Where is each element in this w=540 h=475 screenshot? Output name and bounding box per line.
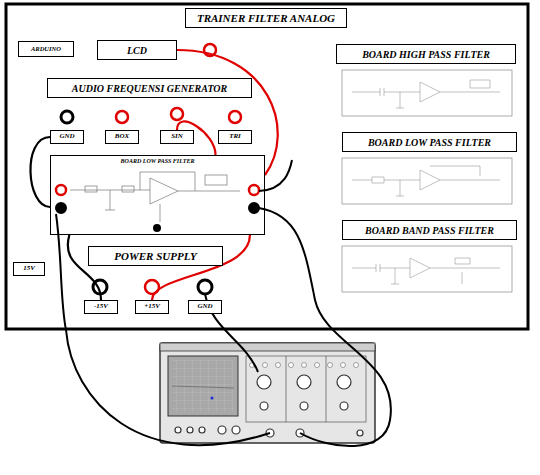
terminal-label: GND <box>50 130 84 144</box>
node-text: BOARD LOW PASS FILTER <box>121 158 195 165</box>
board-power-terminal <box>153 224 161 232</box>
board-header: BOARD BAND PASS FILTER <box>342 220 517 240</box>
sin-terminal <box>171 108 183 120</box>
terminal-label: GND <box>188 300 222 314</box>
terminal-label: SIN <box>160 130 194 144</box>
terminal-label: +15V <box>135 300 169 314</box>
patch-wire <box>177 50 278 175</box>
node-text: BOARD BAND PASS FILTER <box>365 225 494 236</box>
oscilloscope <box>160 343 375 443</box>
trainer-panel <box>6 4 528 329</box>
box-terminal <box>116 111 128 123</box>
title-box: TRAINER FILTER ANALOG <box>185 8 347 28</box>
node-text: -15V <box>94 303 108 311</box>
board-in-terminal <box>56 185 66 195</box>
module-box: LCD <box>97 40 177 60</box>
node-text: GND <box>197 303 212 311</box>
board-header: BOARD LOW PASS FILTER <box>342 132 517 152</box>
terminal-label: TRI <box>218 130 252 144</box>
board-out-terminal <box>249 185 259 195</box>
node-text: GND <box>59 133 74 141</box>
gnd-terminal <box>61 111 73 123</box>
node-text: POWER SUPPLY <box>114 250 196 262</box>
node-text: ARDUINO <box>31 45 61 52</box>
filter-board-schematics <box>352 80 500 284</box>
patch-wire <box>30 137 50 207</box>
node-text: TRAINER FILTER ANALOG <box>197 12 335 24</box>
node-text: AUDIO FREQUENSI GENERATOR <box>72 83 227 94</box>
power-supply-box: POWER SUPPLY <box>88 246 223 266</box>
module-box: ARDUINO <box>18 41 74 57</box>
power-gnd-terminal <box>198 280 212 294</box>
node-text: BOARD LOW PASS FILTER <box>368 137 491 148</box>
board-out-gnd-terminal <box>249 203 259 213</box>
terminal-label: BOX <box>105 130 139 144</box>
board-header: BOARD HIGH PASS FILTER <box>336 44 516 64</box>
tri-terminal <box>229 111 241 123</box>
node-text: LCD <box>127 45 147 56</box>
voltage-label: 15V <box>13 262 45 276</box>
node-text: TRI <box>229 133 241 141</box>
patch-wire <box>152 235 250 300</box>
node-text: +15V <box>144 303 160 311</box>
patch-wire <box>68 235 101 300</box>
filter-board: BOARD LOW PASS FILTER <box>50 155 265 235</box>
node-text: BOX <box>115 133 129 141</box>
module-box: AUDIO FREQUENSI GENERATOR <box>47 78 252 98</box>
node-text: 15V <box>23 265 35 273</box>
board-gnd-terminal <box>56 203 66 213</box>
terminal-label: -15V <box>84 300 118 314</box>
center-board-schematic <box>70 172 240 222</box>
probe-wires <box>56 160 391 446</box>
node-text: SIN <box>171 133 183 141</box>
filter-board-sketches <box>342 70 512 292</box>
node-text: BOARD HIGH PASS FILTER <box>362 49 490 60</box>
